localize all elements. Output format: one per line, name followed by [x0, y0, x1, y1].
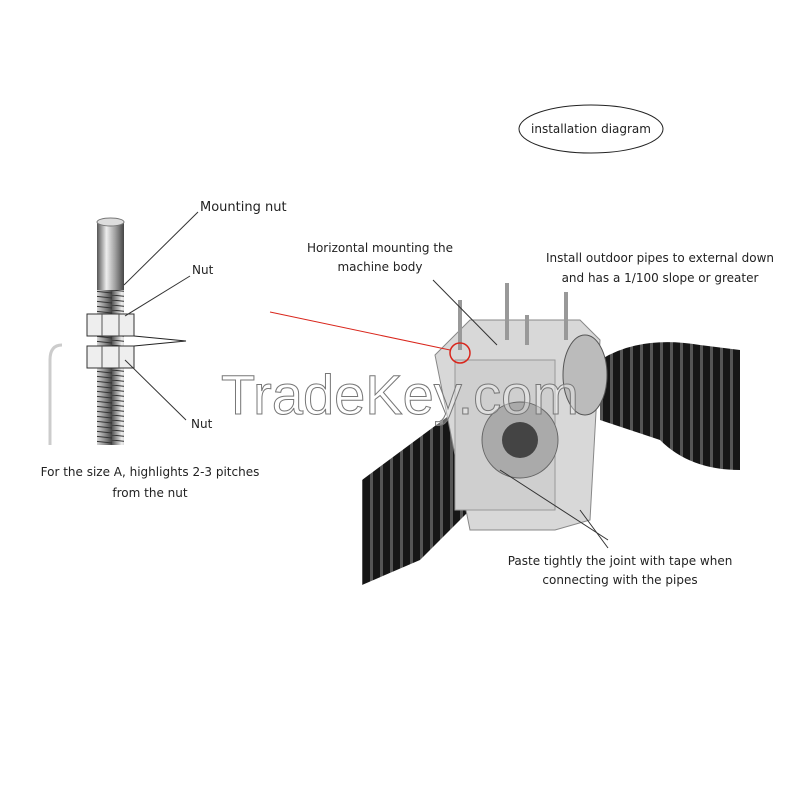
bottom-nut: [86, 345, 135, 369]
diagram-title: installation diagram: [531, 122, 651, 136]
bolt-illustration: [48, 211, 199, 445]
outdoor-label-line2: and has a 1/100 slope or greater: [561, 271, 759, 285]
top-nut: [86, 313, 135, 337]
horizontal-label-line1: Horizontal mounting the: [306, 241, 454, 255]
bolt-caption-line1: For the size A, highlights 2-3 pitches: [40, 465, 260, 479]
horizontal-label-line2: machine body: [337, 260, 423, 274]
red-pointer-line: [269, 311, 451, 351]
right-pipe: [600, 342, 740, 470]
nut-bottom-label: Nut: [191, 417, 213, 431]
highlight-circle: [449, 342, 471, 364]
tape-label-line2: connecting with the pipes: [542, 573, 698, 587]
bolt-caption-line2: from the nut: [112, 486, 188, 500]
tape-label-line1: Paste tightly the joint with tape when: [507, 554, 733, 568]
title-ellipse: [518, 104, 664, 154]
machine-illustration: [269, 279, 740, 585]
watermark: TradeKey.com: [221, 363, 579, 426]
nut-top-label: Nut: [192, 263, 214, 277]
outdoor-label-line1: Install outdoor pipes to external down: [545, 251, 775, 265]
mounting-nut-label: Mounting nut: [200, 200, 287, 215]
